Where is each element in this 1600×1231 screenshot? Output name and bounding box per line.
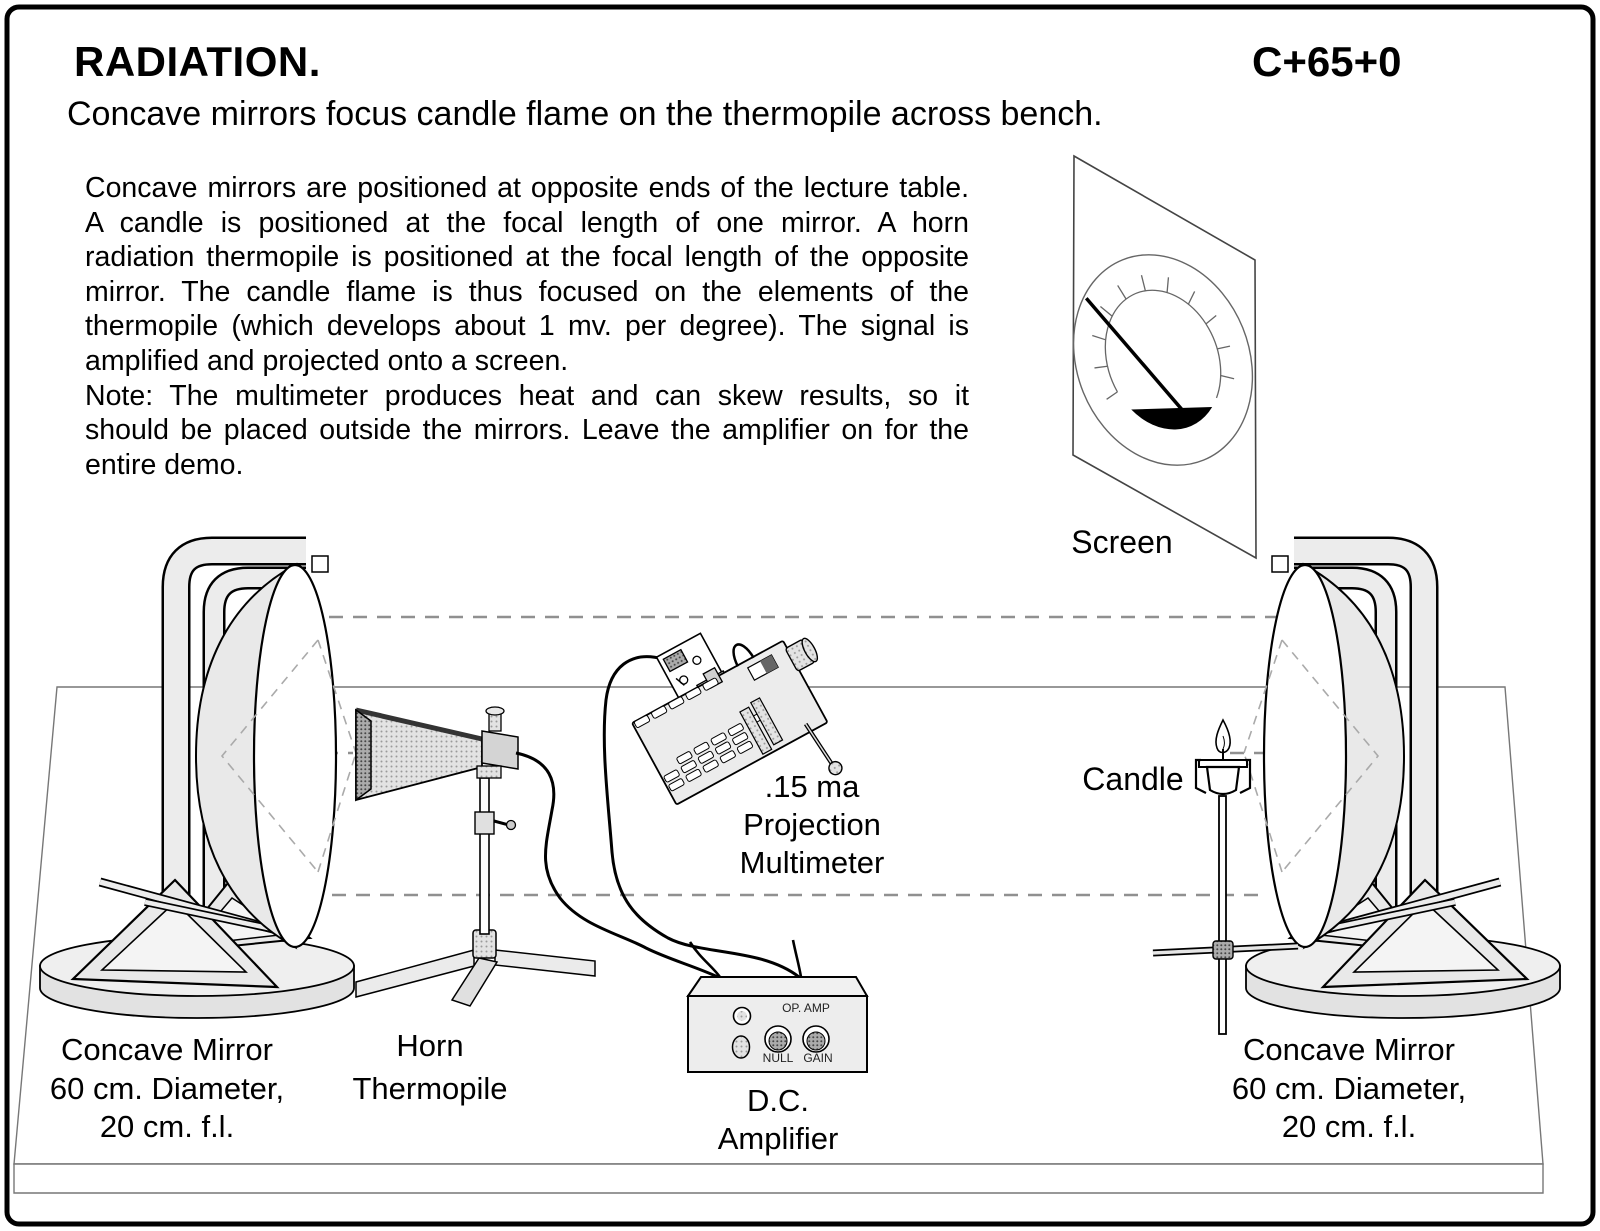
left-mirror-label-line2: 60 cm. Diameter, [49, 1070, 285, 1106]
dc-amplifier: OP. AMP NULL GAIN [686, 939, 869, 1073]
lecture-table [13, 686, 1544, 1194]
demo-code: C+65+0 [1252, 38, 1402, 85]
multimeter-label-line3: Multimeter [739, 845, 885, 880]
right-mirror-label: Concave Mirror 60 cm. Diameter, 20 cm. f… [1232, 1031, 1466, 1147]
horn-label-line1: Horn [396, 1028, 464, 1063]
power-toggle[interactable] [731, 1035, 751, 1059]
null-label: NULL [763, 1051, 794, 1065]
multimeter-label: .15 ma Projection Multimeter [740, 768, 885, 882]
meter-image [1072, 254, 1254, 466]
left-mirror-label-line1: Concave Mirror [61, 1032, 273, 1067]
projection-multimeter [631, 632, 843, 805]
multimeter-label-line2: Projection [743, 807, 881, 842]
candle [1152, 718, 1299, 1035]
multimeter-keypad [633, 677, 762, 792]
page-title: RADIATION. [74, 38, 321, 85]
description-note: Note: The multimeter produces heat and c… [85, 379, 969, 481]
page-subtitle: Concave mirrors focus candle flame on th… [67, 95, 1103, 133]
gain-knob[interactable] [802, 1025, 830, 1053]
amplifier-label-line2: Amplifier [717, 1121, 839, 1156]
projection-screen [1072, 154, 1257, 560]
amplifier-label: D.C. Amplifier [718, 1082, 839, 1158]
horn-thermopile-label: Horn Thermopile [352, 1024, 507, 1110]
horn-cone [355, 706, 519, 802]
gain-label: GAIN [803, 1051, 832, 1065]
multimeter-label-line1: .15 ma [764, 769, 860, 804]
right-mirror-label-line1: Concave Mirror [1243, 1032, 1455, 1067]
right-mirror-label-line3: 20 cm. f.l. [1281, 1109, 1417, 1144]
left-mirror-label: Concave Mirror 60 cm. Diameter, 20 cm. f… [50, 1031, 284, 1147]
right-mirror-label-line2: 60 cm. Diameter, [1231, 1070, 1467, 1106]
left-mirror-label-line3: 20 cm. f.l. [99, 1109, 235, 1144]
description-paragraph: Concave mirrors are positioned at opposi… [85, 172, 969, 377]
op-amp-label: OP. AMP [782, 1001, 830, 1015]
candle-label: Candle [1082, 761, 1184, 797]
meter-needle [1084, 297, 1186, 414]
description-block: Concave mirrors are positioned at opposi… [85, 171, 969, 482]
null-knob[interactable] [764, 1025, 792, 1053]
signal-wires [515, 655, 800, 979]
horn-label-line2: Thermopile [352, 1071, 508, 1106]
screen-label: Screen [1071, 524, 1173, 560]
horn-thermopile [355, 706, 596, 1007]
amplifier-label-line1: D.C. [747, 1083, 809, 1118]
